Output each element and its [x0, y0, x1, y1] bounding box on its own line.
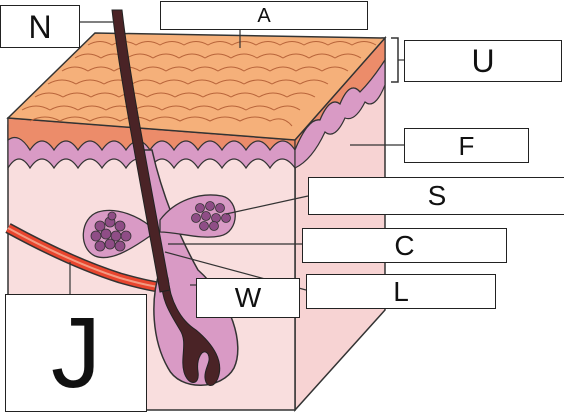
- label-box-s: S: [308, 177, 564, 215]
- label-box-n: N: [0, 5, 80, 48]
- label-text-f: F: [458, 130, 475, 161]
- hair-shaft: [111, 9, 171, 293]
- side-papillary: [294, 57, 386, 169]
- label-text-w: W: [234, 282, 262, 313]
- hair-bulb: [161, 277, 221, 386]
- leader-lines: [69, 21, 404, 294]
- label-text-s: S: [427, 180, 447, 211]
- skin-surface-texture: [21, 41, 377, 127]
- label-box-c: C: [302, 228, 507, 263]
- label-box-u: U: [404, 40, 562, 82]
- label-text-a: A: [257, 4, 271, 27]
- epidermis-top-surface: [6, 32, 387, 141]
- sebaceous-gland-right: [159, 194, 236, 238]
- label-box-f: F: [404, 128, 529, 163]
- label-text-c: C: [394, 229, 415, 261]
- label-text-u: U: [471, 43, 495, 79]
- label-text-l: L: [393, 275, 409, 307]
- sebaceous-gland-left: [82, 209, 151, 259]
- label-text-n: N: [28, 8, 52, 45]
- blood-vessel: [5, 223, 166, 294]
- label-box-w: W: [196, 278, 300, 318]
- label-box-a: A: [160, 1, 368, 30]
- label-box-l: L: [306, 274, 496, 309]
- label-box-j: J: [5, 294, 147, 412]
- label-text-j: J: [51, 297, 101, 409]
- layer-bracket: [391, 37, 399, 83]
